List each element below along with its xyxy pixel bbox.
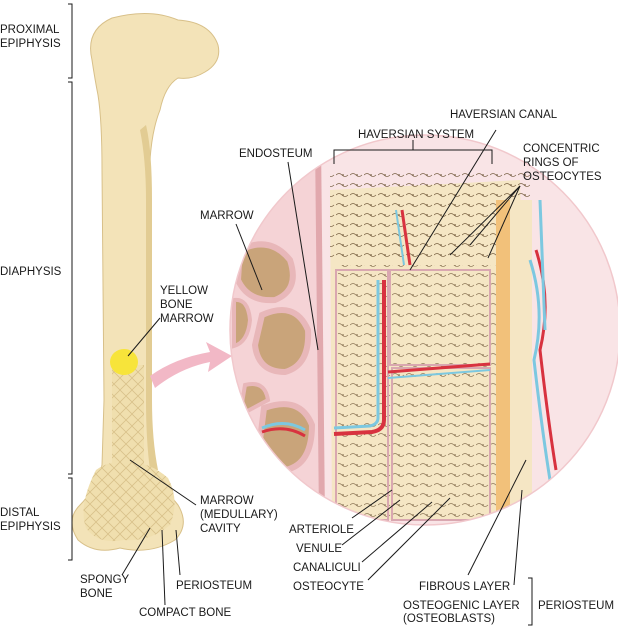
leader-lines	[121, 129, 533, 626]
label-marrow-medullary-cavity: MARROW (MEDULLARY) CAVITY	[200, 495, 281, 535]
label-osteogenic-layer: OSTEOGENIC LAYER (OSTEOBLASTS)	[403, 600, 523, 625]
label-osteocyte: OSTEOCYTE	[293, 581, 364, 593]
label-spongy-bone: SPONGY BONE	[80, 574, 132, 600]
magnified-inset	[229, 134, 618, 526]
label-compact-bone: COMPACT BONE	[139, 607, 232, 619]
labels: PROXIMAL EPIPHYSIS DIAPHYSIS DISTAL EPIP…	[0, 24, 614, 625]
label-venule: VENULE	[296, 543, 342, 555]
label-yellow-bone-marrow: YELLOW BONE MARROW	[160, 285, 214, 325]
label-fibrous-layer: FIBROUS LAYER	[419, 581, 510, 593]
distal-spongy-bone	[83, 461, 175, 542]
label-haversian-canal: HAVERSIAN CANAL	[450, 109, 558, 121]
label-distal-epiphysis: DISTAL EPIPHYSIS	[0, 507, 61, 533]
label-endosteum: ENDOSTEUM	[239, 148, 312, 160]
magnify-arrow	[150, 342, 232, 388]
label-canaliculi: CANALICULI	[293, 562, 361, 574]
label-arteriole: ARTERIOLE	[289, 524, 354, 536]
arteriole-vessel	[333, 280, 386, 436]
femur-shaft-shadow	[140, 125, 158, 470]
femur	[71, 12, 220, 551]
yellow-bone-marrow-spot	[110, 349, 138, 375]
label-haversian-system: HAVERSIAN SYSTEM	[358, 129, 474, 141]
label-diaphysis: DIAPHYSIS	[0, 266, 62, 278]
venule-vessel	[333, 280, 380, 430]
label-marrow: MARROW	[200, 210, 254, 222]
region-brackets	[68, 3, 73, 561]
label-periosteum-inset: PERIOSTEUM	[538, 600, 614, 612]
label-proximal-epiphysis: PROXIMAL EPIPHYSIS	[0, 24, 62, 50]
marrow-cells	[232, 241, 316, 474]
label-concentric-rings: CONCENTRIC RINGS OF OSTEOCYTES	[523, 143, 603, 183]
label-periosteum-femur: PERIOSTEUM	[176, 580, 252, 592]
